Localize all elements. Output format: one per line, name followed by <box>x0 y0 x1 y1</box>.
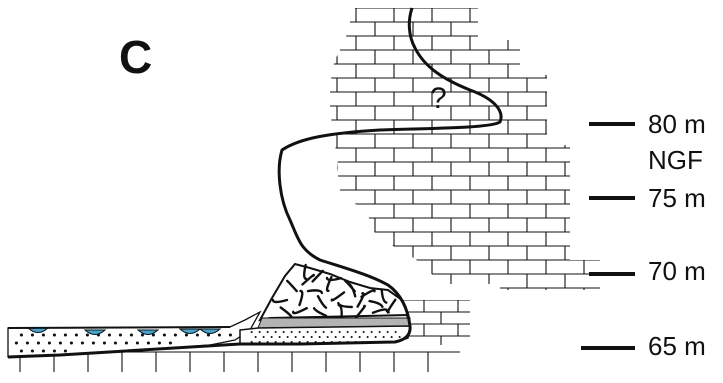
water-pool-3 <box>136 329 160 335</box>
panel-label: C <box>119 31 153 83</box>
scale-label-80m: 80 m <box>648 109 706 139</box>
scale-label-70m: 70 m <box>648 256 706 286</box>
scale-tick-70m <box>589 272 635 276</box>
alluvial-surface-line <box>7 326 231 329</box>
water-pool-2 <box>83 329 107 335</box>
scale-tick-65m <box>581 346 635 350</box>
scale-tick-80m <box>589 122 635 126</box>
bedrock-floor <box>8 351 460 372</box>
scale-tick-75m <box>589 196 635 200</box>
scale-label-ngf: NGF <box>648 145 703 175</box>
scale-label-65m: 65 m <box>648 331 706 361</box>
debris-cone <box>258 262 410 322</box>
cave-profile-outline <box>7 7 503 359</box>
alluvial-dots <box>14 333 232 353</box>
upper-limestone-wall <box>330 8 600 290</box>
scale-label-75m: 75 m <box>648 183 706 213</box>
water-pool-5 <box>198 328 222 334</box>
cave-question-mark: ? <box>430 82 447 115</box>
debris-fragments <box>271 263 397 320</box>
bedrock-floor-lines <box>8 351 460 372</box>
limestone-bedding-upper <box>330 8 600 290</box>
